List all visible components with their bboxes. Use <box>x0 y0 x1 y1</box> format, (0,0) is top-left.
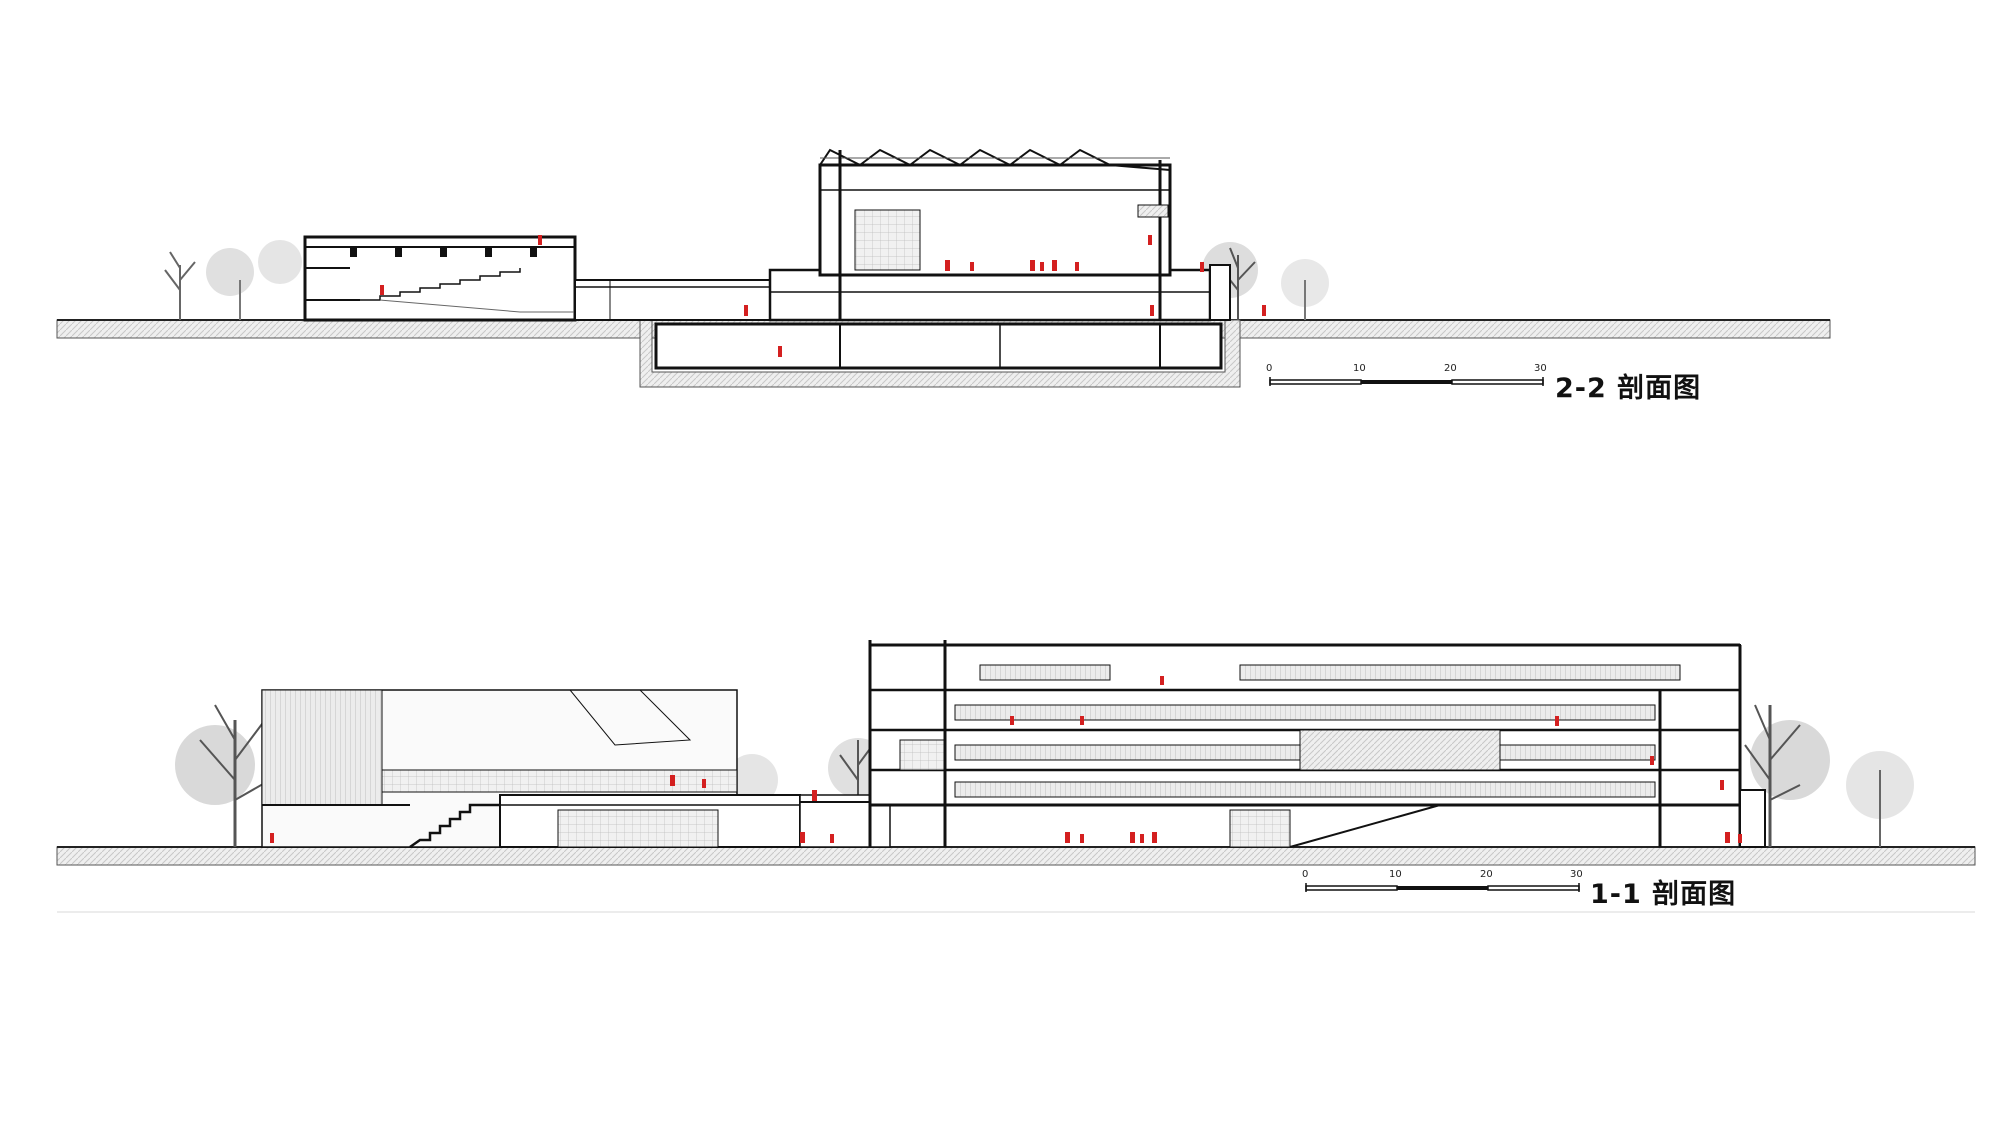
scale-bar-2-2 <box>1269 377 1544 386</box>
scale-tick-10: 10 <box>1353 363 1366 374</box>
library-block-1-1 <box>261 689 801 849</box>
section-2-2-title: 2-2 剖面图 <box>1555 373 1702 404</box>
basement-2-2 <box>654 322 1223 370</box>
scale-tick-0: 0 <box>1266 363 1273 374</box>
scale-tick-20: 20 <box>1480 869 1493 880</box>
scale-tick-10: 10 <box>1389 869 1402 880</box>
link-block-2-2 <box>574 279 771 321</box>
teaching-block-1-1 <box>868 640 1742 848</box>
people-figures-1-1 <box>270 676 1742 843</box>
glass-curtain <box>854 209 921 271</box>
people-figures-2-2 <box>380 235 1266 357</box>
section-1-1-title: 1-1 剖面图 <box>1590 879 1737 910</box>
gym-block-2-2 <box>768 148 1212 322</box>
scale-bar-1-1 <box>1305 883 1580 892</box>
trees-right-1-1 <box>1744 704 1914 847</box>
scale-tick-0: 0 <box>1302 869 1309 880</box>
section-2-2-drawing <box>56 148 1831 388</box>
auditorium-block-2-2 <box>303 235 577 322</box>
scale-tick-30: 30 <box>1570 869 1583 880</box>
scale-tick-30: 30 <box>1534 363 1547 374</box>
ground-strip <box>56 846 1976 866</box>
scale-tick-20: 20 <box>1444 363 1457 374</box>
trees-left-2-2 <box>164 240 302 320</box>
section-1-1-drawing <box>56 640 1976 913</box>
